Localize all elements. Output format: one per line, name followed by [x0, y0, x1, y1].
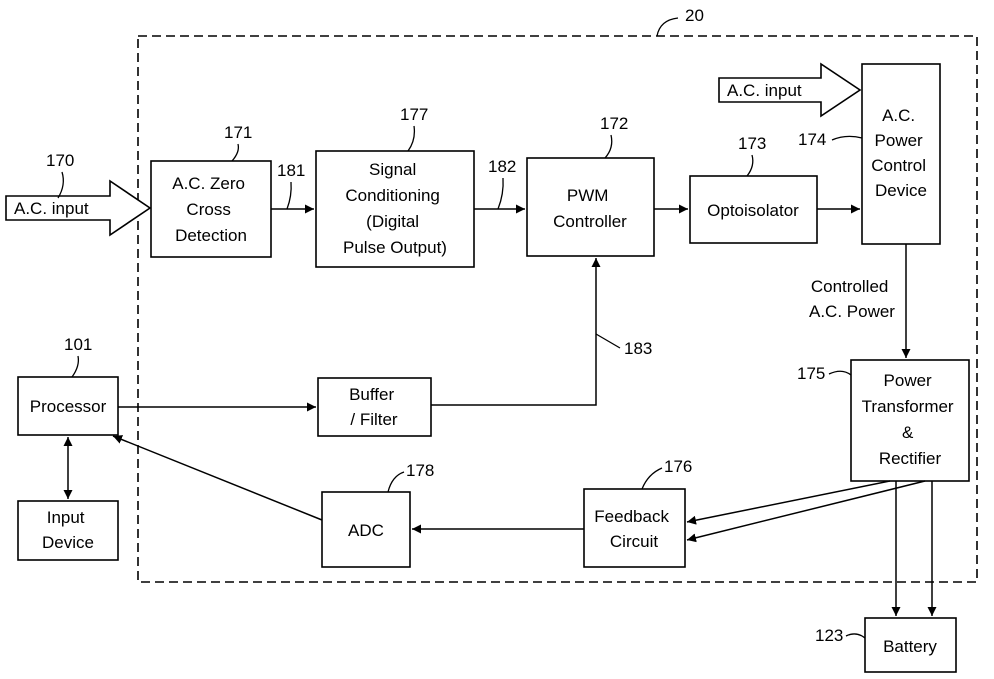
zero-cross-label: A.C. Zero Cross Detection [172, 174, 249, 245]
battery-ref: 123 [815, 626, 843, 645]
ac-power-control-ref-leader [831, 135, 863, 141]
signal-conditioning-ref: 177 [400, 105, 428, 124]
processor-ref: 101 [64, 335, 92, 354]
optoisolator-label: Optoisolator [707, 201, 799, 220]
zero-cross-ref: 171 [224, 123, 252, 142]
zero-cross-block [150, 160, 272, 258]
pwm-controller-block [526, 157, 655, 257]
signal-181-label: 181 [277, 161, 305, 180]
signal-182-label: 182 [488, 157, 516, 176]
adc-ref-leader [387, 471, 405, 493]
signal-183-leader [595, 333, 621, 349]
ac-input-top-label: A.C. input [727, 81, 802, 100]
pwm-controller-label: PWM Controller [553, 186, 627, 231]
signal-conditioning-label: Signal Conditioning (Digital Pulse Outpu… [343, 160, 447, 257]
battery-ref-leader [845, 633, 866, 639]
battery-block [864, 617, 957, 673]
ac-power-control-label: A.C. Power Control Device [871, 106, 931, 200]
signal-conditioning-ref-leader [407, 125, 416, 152]
pwm-controller-ref: 172 [600, 114, 628, 133]
buffer-filter-block [317, 377, 432, 437]
wire-transformer-to-feedback-1 [686, 480, 891, 525]
signal-182-leader [497, 177, 504, 210]
optoisolator-ref-leader [746, 154, 754, 177]
ac-input-top-arrow [718, 62, 862, 118]
wire-transformer-to-feedback-2 [686, 480, 926, 543]
processor-block [17, 376, 119, 436]
feedback-circuit-ref-leader [641, 467, 663, 490]
input-device-label: Input Device [42, 508, 94, 552]
ac-power-control-ref: 174 [798, 130, 826, 149]
optoisolator-block [689, 175, 818, 244]
processor-label: Processor [30, 397, 107, 416]
optoisolator-ref: 173 [738, 134, 766, 153]
wire-adc-to-processor [112, 435, 323, 521]
signal-183-label: 183 [624, 339, 652, 358]
feedback-circuit-block [583, 488, 686, 568]
ac-input-left-label: A.C. input [14, 199, 89, 218]
ac-input-left-arrow [5, 179, 152, 237]
feedback-circuit-ref: 176 [664, 457, 692, 476]
zero-cross-ref-leader [231, 143, 240, 162]
transformer-block [850, 359, 970, 482]
ac-input-left-leader [57, 171, 64, 199]
pwm-controller-ref-leader [604, 134, 613, 159]
adc-block [321, 491, 411, 568]
input-device-block [17, 500, 119, 561]
transformer-ref-leader [828, 370, 852, 376]
processor-ref-leader [71, 355, 80, 378]
controlled-power-label: Controlled A.C. Power [809, 277, 895, 321]
ac-power-control-block [861, 63, 941, 245]
system-ref-leader [656, 17, 679, 37]
battery-label: Battery [883, 637, 937, 656]
transformer-ref: 175 [797, 364, 825, 383]
adc-ref: 178 [406, 461, 434, 480]
adc-label: ADC [348, 521, 384, 540]
buffer-filter-label: Buffer / Filter [349, 385, 399, 429]
system-ref: 20 [685, 6, 704, 25]
ac-input-left-ref: 170 [46, 151, 74, 170]
feedback-circuit-label: Feedback Circuit [594, 507, 673, 551]
signal-181-leader [286, 181, 292, 210]
transformer-label: Power Transformer & Rectifier [862, 371, 959, 468]
system-boundary [137, 35, 978, 583]
wire-buffer-to-pwm [431, 258, 601, 406]
